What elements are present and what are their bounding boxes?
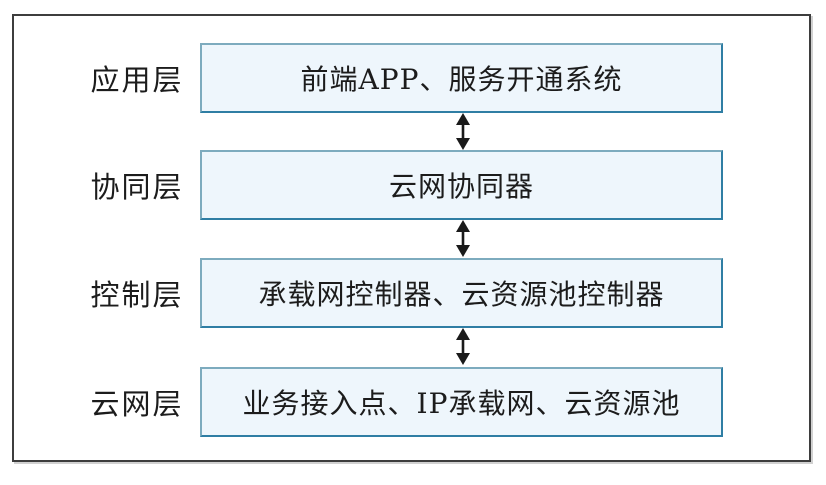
layer-box-application: 前端APP、服务开通系统 [200,43,723,113]
layer-box-control: 承载网控制器、云资源池控制器 [200,258,723,328]
layer-label-cloud-network: 云网层 [90,387,184,421]
bidirectional-arrow-icon [455,113,471,150]
layer-label-application: 应用层 [90,63,184,97]
layer-label-coordination: 协同层 [90,170,184,204]
layer-label-control: 控制层 [90,278,184,312]
bidirectional-arrow-icon [455,328,471,365]
bidirectional-arrow-icon [455,220,471,257]
layer-box-coordination: 云网协同器 [200,150,723,220]
diagram-frame: 应用层 前端APP、服务开通系统 协同层 云网协同器 控制层 承载网控制器、云资… [12,14,811,462]
layer-box-cloud-network: 业务接入点、IP承载网、云资源池 [200,367,723,437]
